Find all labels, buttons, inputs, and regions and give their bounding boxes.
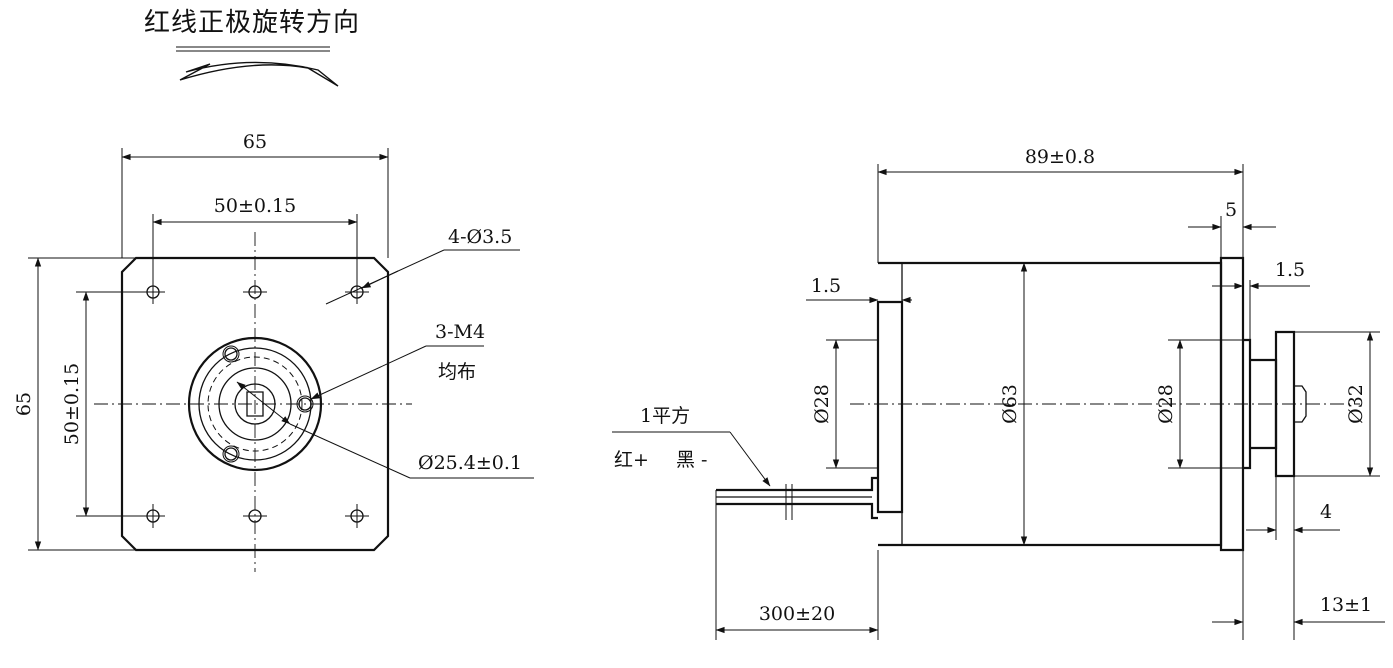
- dim-width-overall: 65: [243, 131, 267, 153]
- rotation-direction-note: 红线正极旋转方向: [144, 8, 360, 87]
- front-flange-outline: [120, 256, 390, 552]
- side-view: 89±0.8 5 1.5 1.5 Ø28 Ø63 Ø28 Ø: [612, 146, 1385, 640]
- rear-boss: [876, 300, 904, 514]
- threaded-hole-2: [296, 395, 314, 413]
- dim-rear-boss-diameter: Ø28: [811, 384, 833, 424]
- label-wire-red: 红+: [614, 449, 649, 471]
- dim-body-length: 89±0.8: [1025, 146, 1095, 168]
- label-mount-holes: 4-Ø3.5: [448, 226, 512, 248]
- threaded-hole-3: [222, 445, 240, 463]
- dim-hole-pitch-h: 50±0.15: [214, 195, 296, 217]
- pilot-circle: [218, 367, 292, 441]
- label-pilot-diameter: Ø25.4±0.1: [418, 452, 522, 474]
- mount-hole-top-mid: [243, 285, 267, 299]
- dim-body-diameter: Ø63: [999, 384, 1021, 424]
- dim-flange-thickness: 5: [1225, 199, 1237, 221]
- dim-lead-length: 300±20: [759, 603, 835, 625]
- mount-hole-bottom-right: [345, 504, 369, 528]
- dim-height-overall: 65: [13, 392, 35, 416]
- dim-front-pilot-height: 1.5: [1275, 259, 1305, 281]
- dim-shaft-extension: 13±1: [1320, 594, 1372, 616]
- rotation-arrow-icon: [179, 61, 339, 87]
- rotation-note-text: 红线正极旋转方向: [144, 8, 360, 38]
- label-wire-gauge: 1平方: [640, 405, 690, 427]
- dim-shaft-hub-diameter: Ø32: [1345, 384, 1367, 424]
- front-pilot: [1243, 338, 1252, 470]
- shaft-tip: [1294, 385, 1307, 423]
- dim-shaft-step: 4: [1320, 501, 1332, 523]
- lead-wires: [715, 476, 878, 520]
- threaded-hole-1: [222, 345, 240, 363]
- label-wire-black: 黑 -: [676, 449, 707, 471]
- front-view: 65 50±0.15 65 50±0.15 4-Ø3.5 3-M4 均布 Ø25…: [13, 131, 534, 572]
- mount-hole-bottom-mid: [243, 509, 267, 523]
- dim-hole-pitch-v: 50±0.15: [61, 363, 83, 445]
- label-threaded-holes-note: 均布: [438, 361, 476, 383]
- dim-rear-boss-height: 1.5: [811, 275, 841, 297]
- label-threaded-holes: 3-M4: [435, 321, 485, 343]
- front-boss-outer: [187, 336, 323, 472]
- dim-front-pilot-diameter: Ø28: [1155, 384, 1177, 424]
